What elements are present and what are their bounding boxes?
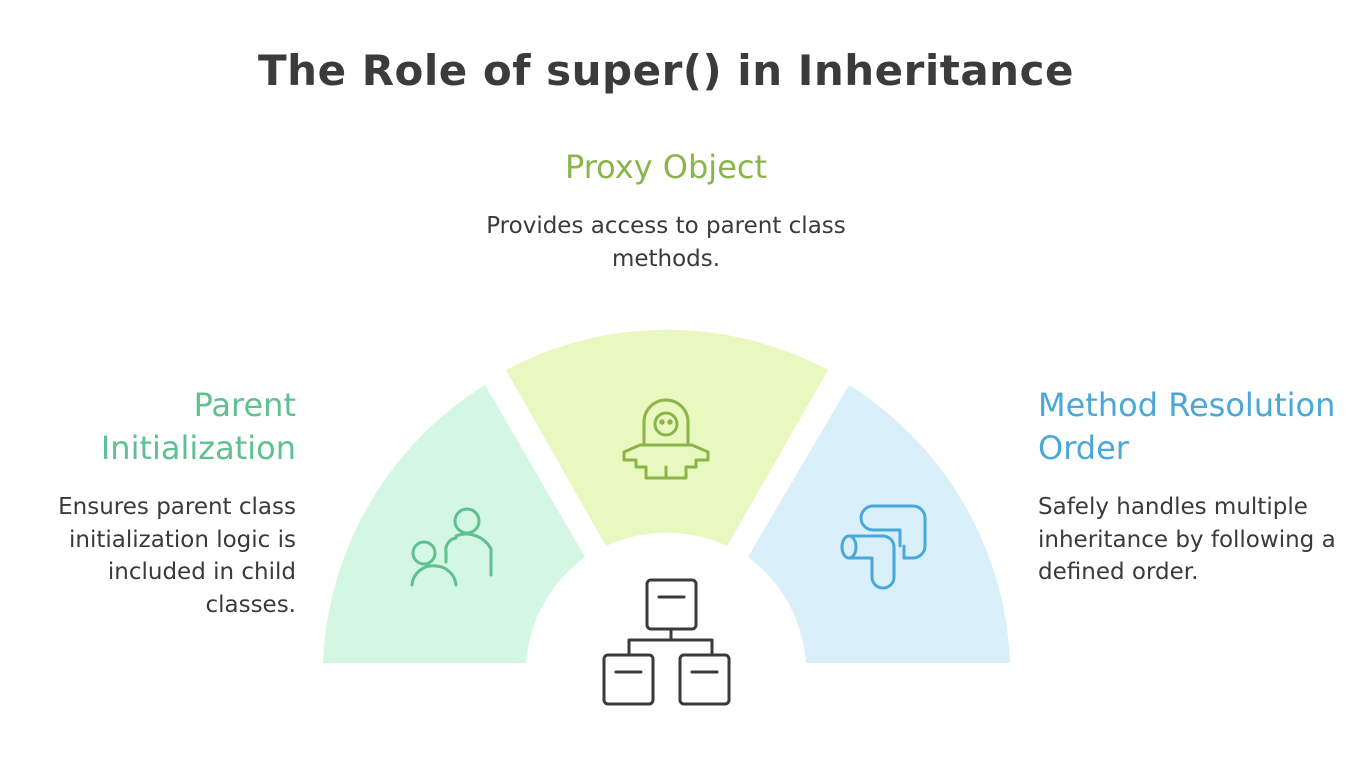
parent-initialization-description: Ensures parent class initialization logi… bbox=[58, 494, 296, 618]
hierarchy-icon bbox=[602, 578, 731, 706]
path-order-icon bbox=[840, 504, 927, 590]
diagram-title: The Role of super() in Inheritance bbox=[258, 46, 1074, 95]
proxy-object-segment bbox=[506, 329, 828, 546]
robot-icon bbox=[622, 398, 710, 480]
proxy-object-description: Provides access to parent class methods. bbox=[486, 213, 846, 272]
method-resolution-order-description: Safely handles multiple inheritance by f… bbox=[1038, 494, 1336, 585]
proxy-object-heading: Proxy Object bbox=[564, 148, 768, 186]
method-resolution-order-segment bbox=[748, 385, 1010, 663]
parent-initialization-heading: Parent Initialization bbox=[100, 386, 296, 467]
parent-child-icon bbox=[410, 507, 493, 587]
method-resolution-order-heading: Method Resolution Order bbox=[1038, 386, 1336, 467]
